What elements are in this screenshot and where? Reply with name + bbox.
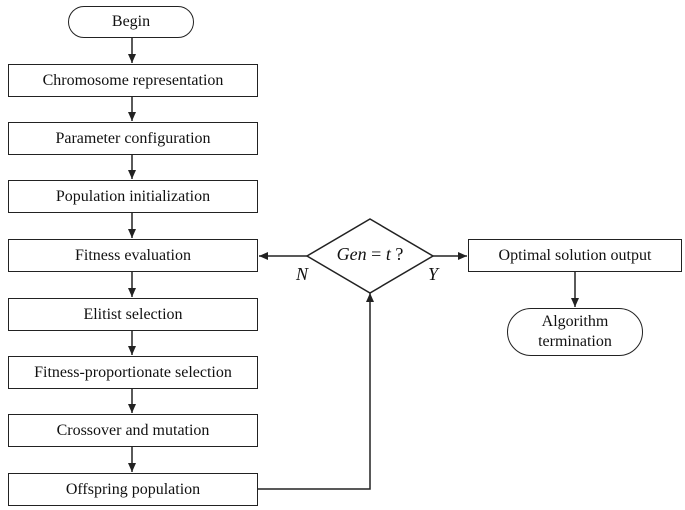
output-label: Optimal solution output [498, 246, 652, 264]
decision-eq: = [366, 244, 386, 264]
decision-t: t [385, 244, 391, 264]
step-label: Crossover and mutation [56, 421, 210, 439]
arrow-offspring-to-decision [258, 293, 374, 490]
begin-label: Begin [111, 13, 151, 30]
begin-node: Begin [68, 6, 194, 38]
step-fitness-evaluation: Fitness evaluation [8, 239, 258, 272]
step-parameter-configuration: Parameter configuration [8, 122, 258, 155]
step-crossover-and-mutation: Crossover and mutation [8, 414, 258, 447]
termination-line1: Algorithm [541, 313, 609, 330]
step-elitist-selection: Elitist selection [8, 298, 258, 331]
termination-line2: termination [538, 333, 612, 350]
output-node: Optimal solution output [468, 239, 682, 272]
step-label: Parameter configuration [55, 129, 211, 147]
termination-node: Algorithm termination [507, 308, 643, 356]
decision-diamond [305, 218, 435, 294]
step-label: Offspring population [65, 480, 201, 498]
yes-branch-label: Y [427, 264, 438, 284]
step-offspring-population: Offspring population [8, 473, 258, 506]
step-label: Chromosome representation [42, 71, 224, 89]
no-branch-label: N [295, 264, 308, 284]
step-chromosome-representation: Chromosome representation [8, 64, 258, 97]
decision-label: Gen = t ? [310, 244, 430, 265]
step-label: Population initialization [55, 187, 211, 205]
step-label: Fitness-proportionate selection [34, 363, 232, 381]
decision-question: ? [390, 244, 404, 264]
step-population-initialization: Population initialization [8, 180, 258, 213]
decision-var: Gen [336, 244, 367, 264]
step-label: Fitness evaluation [75, 246, 191, 264]
step-label: Elitist selection [83, 305, 183, 323]
step-fitness-proportionate-selection: Fitness-proportionate selection [8, 356, 258, 389]
